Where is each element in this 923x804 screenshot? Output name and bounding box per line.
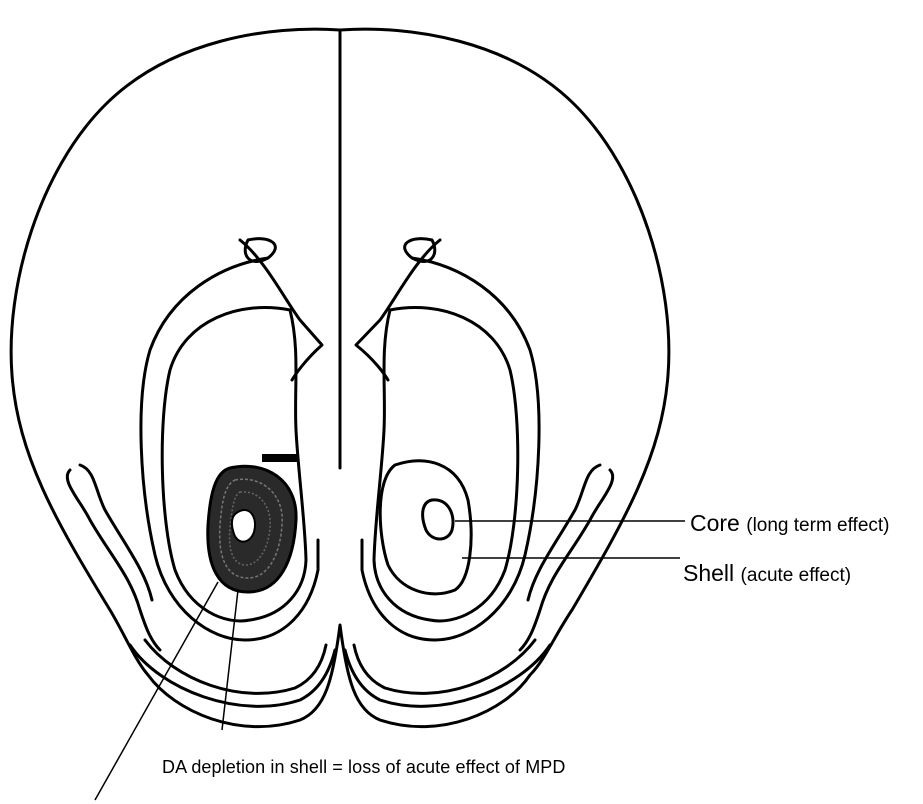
shell-label-sub: (acute effect)	[741, 565, 852, 586]
right-bottom-arc-outer	[345, 645, 550, 706]
shell-label: Shell (acute effect)	[683, 562, 851, 585]
left-bottom-arc-inner	[145, 640, 326, 693]
left-lesion-marker	[262, 454, 298, 462]
shell-label-main: Shell	[683, 560, 734, 586]
left-core-spot	[232, 510, 255, 542]
core-label-main: Core	[690, 510, 740, 536]
depletion-leader-line-b	[222, 590, 238, 730]
depletion-caption: DA depletion in shell = loss of acute ef…	[162, 758, 566, 776]
right-bottom-arc-inner	[354, 640, 535, 693]
left-bottom-arc-outer	[130, 645, 335, 706]
right-core-outline	[423, 500, 453, 539]
core-label: Core (long term effect)	[690, 512, 890, 535]
left-depletion-lesion	[208, 454, 298, 592]
core-label-sub: (long term effect)	[746, 515, 889, 536]
right-striatum-outline	[362, 239, 539, 640]
